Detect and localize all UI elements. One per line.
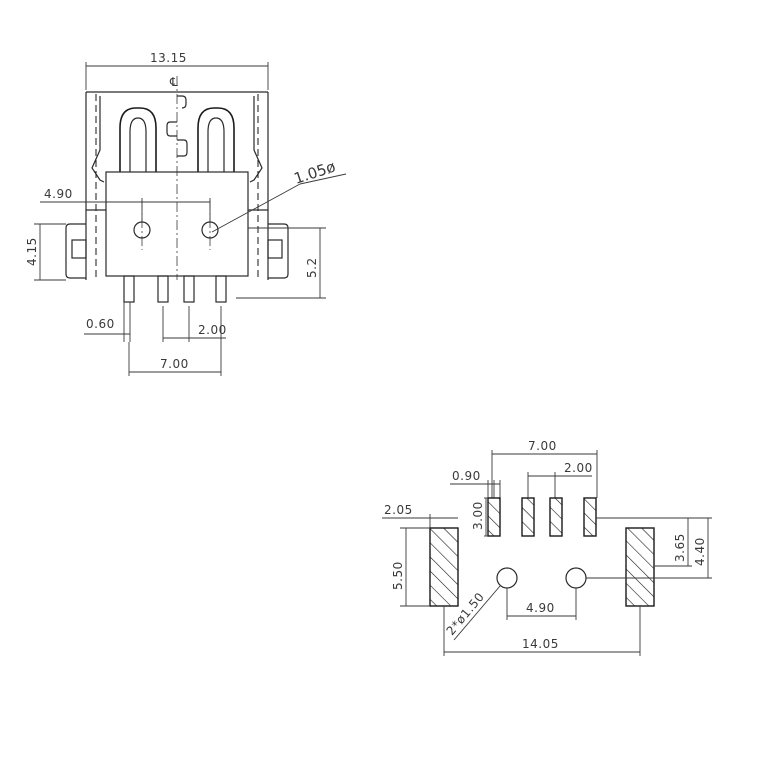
footprint-pin-pitch-dimension: 2.00 [527, 461, 593, 498]
centerline-symbol: ℄ [169, 75, 178, 89]
footprint-pad-width-label: 0.90 [452, 469, 481, 483]
left-height-dimension: 4.15 [25, 223, 66, 281]
pin-span-label: 7.00 [160, 357, 189, 371]
footprint-mount-pad-height-dimension: 5.50 [391, 527, 430, 607]
footprint-right-dim-a-label: 3.65 [673, 533, 687, 562]
mounting-flanges [65, 223, 289, 279]
left-height-label: 4.15 [25, 237, 39, 266]
signal-pads [487, 497, 597, 537]
right-height-label: 5.2 [305, 257, 319, 278]
center-key [166, 76, 188, 280]
contact-fingers [119, 107, 235, 172]
footprint-pin-pitch-label: 2.00 [564, 461, 593, 475]
footprint-pad-height-label: 3.00 [471, 501, 485, 530]
connector-shell [85, 91, 269, 280]
pin-width-dimension: 0.60 [84, 302, 131, 342]
footprint-pin-span-label: 7.00 [528, 439, 557, 453]
pin-width-label: 0.60 [86, 317, 115, 331]
hole-diameter-callout: 1.05ø [211, 158, 347, 233]
pin-pitch-label: 2.00 [198, 323, 227, 337]
footprint-pin-span-dimension: 7.00 [491, 439, 598, 498]
footprint-mount-pad-width-dimension: 2.05 [382, 503, 458, 528]
mounting-pads [429, 527, 655, 607]
footprint-pad-height-dimension: 3.00 [471, 497, 488, 537]
width-dimension: 13.15 [85, 51, 269, 90]
solder-pins [123, 275, 227, 303]
hole-diameter-label: 1.05ø [292, 158, 338, 188]
footprint-right-dim-b-label: 4.40 [693, 537, 707, 566]
footprint-right-dimensions: 3.65 4.40 [586, 517, 712, 579]
pcb-footprint-view: 7.00 2.00 0.90 3.00 [382, 439, 712, 656]
positioning-holes [133, 200, 219, 250]
footprint-mount-pad-height-label: 5.50 [391, 561, 405, 590]
insulator-body [86, 171, 268, 277]
connector-front-view: 13.15 ℄ [25, 51, 347, 376]
footprint-overall-width-dimension: 14.05 [443, 606, 641, 656]
pin-span-dimension: 7.00 [128, 306, 222, 376]
footprint-hole-spacing-label: 4.90 [526, 601, 555, 615]
footprint-pad-width-dimension: 0.90 [450, 469, 501, 498]
width-dim-label: 13.15 [150, 51, 187, 65]
footprint-overall-width-label: 14.05 [522, 637, 559, 651]
footprint-mount-pad-width-label: 2.05 [384, 503, 413, 517]
hole-spacing-dimension: 4.90 [40, 187, 211, 222]
hole-spacing-label: 4.90 [44, 187, 73, 201]
footprint-hole-spacing-dimension: 4.90 [507, 601, 576, 617]
right-height-dimension: 5.2 [236, 227, 326, 299]
pin-pitch-dimension: 2.00 [162, 306, 227, 342]
